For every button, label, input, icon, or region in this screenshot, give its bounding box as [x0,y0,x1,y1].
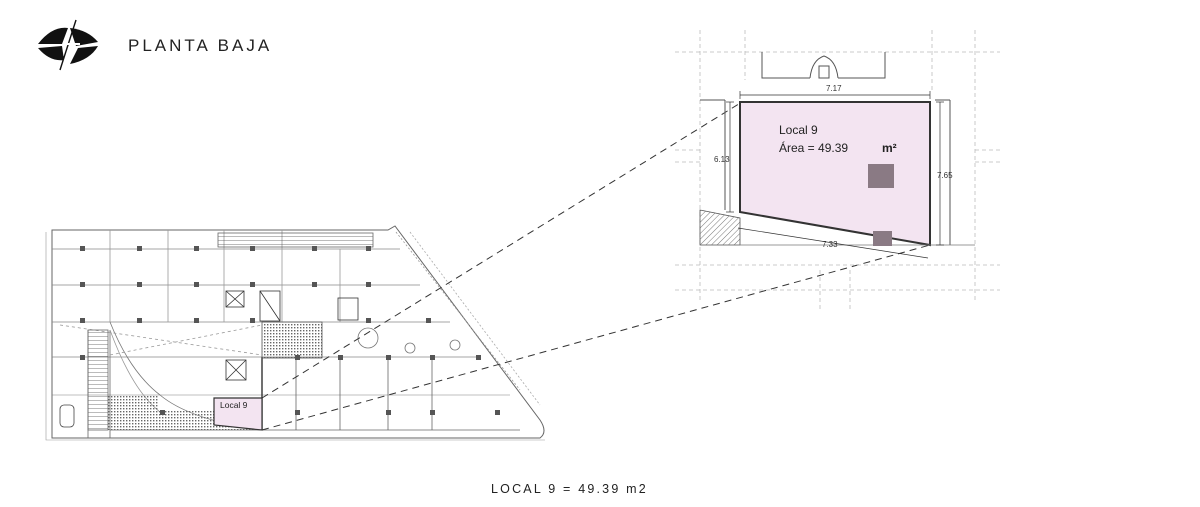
dimension-bottom: 7.33 [822,240,838,249]
dimension-top: 7.17 [826,84,842,93]
local-name-label: Local 9 [779,123,818,137]
dimension-right: 7.65 [937,171,953,180]
page-title: PLANTA BAJA [128,36,272,55]
dimension-left: 6.13 [714,155,730,164]
local-9-tag: Local 9 [220,400,248,410]
north-arrow-icon [38,19,98,71]
zoom-guide-lines [261,101,931,431]
area-unit-label: m² [882,141,897,155]
area-caption: LOCAL 9 = 49.39 m2 [491,482,648,496]
local-9-detail: 7.17 6.13 7.65 7.33 Local 9 Área = 49.39… [675,30,1000,310]
ground-floor-plan [45,225,545,441]
local-9-highlight[interactable]: Local 9 [213,397,263,431]
area-label: Área = 49.39 [779,140,848,155]
